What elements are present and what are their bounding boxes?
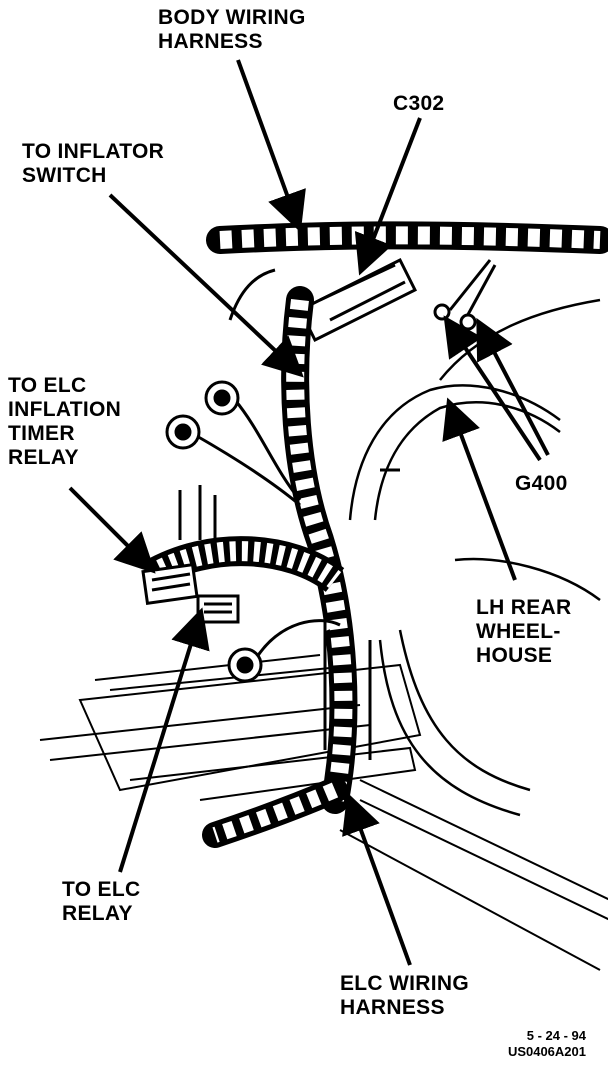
socket-upper — [204, 380, 302, 501]
elc-harness-bottom — [202, 777, 348, 848]
label-to-elc-inflation-timer-relay: TO ELC INFLATION TIMER RELAY — [8, 374, 121, 470]
footer-figure-id: US0406A201 — [507, 1044, 586, 1059]
label-to-inflator-switch-line2: SWITCH — [22, 164, 107, 187]
socket-lower — [227, 619, 341, 683]
arrow-to-elc-relay — [118, 607, 210, 873]
socket-middle — [165, 414, 301, 507]
label-to-elc-inflation-timer-relay-line2: INFLATION — [8, 398, 122, 421]
label-lh-rear-wheelhouse: LH REAR WHEEL- HOUSE — [476, 596, 571, 668]
label-to-elc-relay-line2: RELAY — [62, 902, 133, 925]
label-lh-rear-wheelhouse-line1: LH REAR — [476, 596, 572, 619]
floor-pan — [39, 654, 608, 971]
label-to-inflator-switch-line1: TO INFLATOR — [22, 140, 165, 163]
label-to-elc-inflation-timer-relay-line3: TIMER — [8, 422, 75, 445]
label-body-wiring-harness-line2: HARNESS — [158, 30, 263, 53]
label-body-wiring-harness-line1: BODY WIRING — [158, 6, 306, 29]
label-elc-wiring-harness-line2: HARNESS — [340, 996, 445, 1019]
arrow-c302 — [354, 117, 422, 276]
label-to-elc-relay-line1: TO ELC — [62, 878, 141, 901]
elc-inflation-timer-relay-connector — [141, 562, 199, 606]
relay-branch — [142, 536, 345, 593]
label-g400: G400 — [515, 472, 568, 495]
label-lh-rear-wheelhouse-line2: WHEEL- — [476, 620, 561, 643]
label-to-elc-inflation-timer-relay-line1: TO ELC — [8, 374, 87, 397]
label-c302: C302 — [393, 92, 445, 115]
label-to-elc-inflation-timer-relay-line4: RELAY — [8, 446, 79, 469]
label-to-inflator-switch: TO INFLATOR SWITCH — [22, 140, 164, 188]
arrow-lh-rear-wheelhouse — [442, 397, 517, 581]
arrow-to-elc-inflation-timer-relay — [68, 486, 156, 574]
elc-relay-connector — [196, 594, 240, 624]
c302-connector — [297, 257, 418, 343]
footer-codes: 5 - 24 - 94 US0406A201 — [508, 1028, 586, 1060]
label-to-elc-relay: TO ELC RELAY — [62, 878, 140, 926]
arrow-g400-a — [443, 315, 542, 462]
g400-ground — [433, 259, 497, 331]
drop-harness — [281, 286, 358, 814]
arrow-to-inflator-switch — [108, 193, 304, 378]
label-elc-wiring-harness-line1: ELC WIRING — [340, 972, 469, 995]
footer-date: 5 - 24 - 94 — [526, 1028, 586, 1043]
leader-arrows — [68, 59, 550, 966]
wheelhouse-outline — [348, 298, 601, 817]
label-body-wiring-harness: BODY WIRING HARNESS — [158, 6, 306, 54]
arrow-g400-b — [476, 317, 550, 456]
arrow-elc-wiring-harness — [342, 792, 412, 966]
label-elc-wiring-harness: ELC WIRING HARNESS — [340, 972, 469, 1020]
arrow-body-wiring-harness — [236, 59, 306, 233]
body-wiring-harness — [206, 221, 608, 254]
label-lh-rear-wheelhouse-line3: HOUSE — [476, 644, 553, 667]
